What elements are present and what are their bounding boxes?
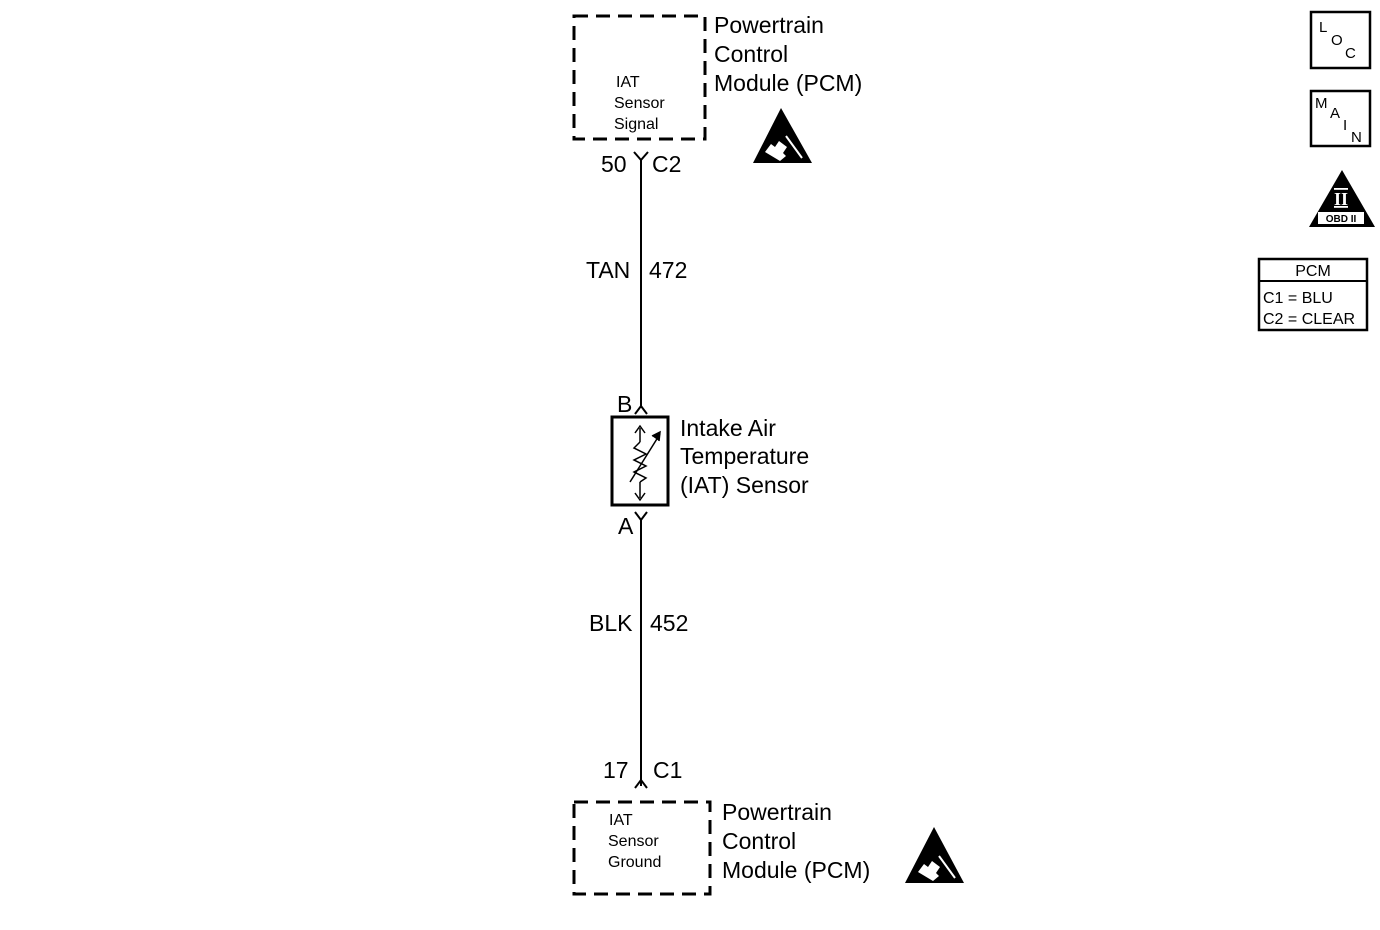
obd-ii-icon[interactable]: II OBD II [1309, 170, 1375, 227]
wire-top-color: TAN [586, 257, 630, 283]
pcm-top: IAT Sensor Signal Powertrain Control Mod… [572, 12, 862, 163]
connector-terminal-bottom [634, 778, 648, 789]
obd-label: OBD II [1326, 214, 1357, 225]
esd-warning-icon-bottom [905, 827, 964, 883]
pcm-bottom-inner-line3: Ground [608, 854, 661, 871]
sensor-title-line1: Intake Air [680, 415, 776, 441]
loc-icon[interactable]: L O C [1309, 10, 1372, 70]
pcm-bottom-pin: 17 [603, 757, 629, 783]
sensor-terminal-b: B [617, 391, 632, 417]
pcm-bottom-inner-line2: Sensor [608, 833, 659, 850]
loc-letter-c: C [1345, 45, 1356, 62]
loc-letter-l: L [1319, 19, 1327, 36]
pcm-bottom-title-line1: Powertrain [722, 799, 832, 825]
pcm-top-title-line1: Powertrain [714, 12, 824, 38]
pcm-top-inner-line3: Signal [614, 116, 658, 133]
pcm-top-box [572, 14, 707, 141]
pcm-bottom: IAT Sensor Ground Powertrain Control Mod… [572, 799, 964, 896]
table-header: PCM [1295, 263, 1331, 280]
table-row-c2: C2 = CLEAR [1263, 311, 1355, 328]
loc-letter-o: O [1331, 32, 1343, 49]
pcm-top-inner-line1: IAT [616, 74, 640, 91]
connector-terminal-top [633, 151, 649, 162]
main-letter-n: N [1351, 129, 1362, 146]
sensor-terminal-a: A [618, 513, 634, 539]
pcm-top-inner-line2: Sensor [614, 95, 665, 112]
pcm-bottom-box [572, 800, 712, 896]
sensor-terminal-b-symbol [634, 404, 648, 415]
obd-numeral: II [1334, 189, 1348, 209]
sensor-title-line2: Temperature [680, 443, 809, 469]
pcm-top-connector: C2 [652, 151, 681, 177]
pcm-top-title-line2: Control [714, 41, 788, 67]
wire-bottom-circuit: 452 [650, 610, 688, 636]
pcm-bottom-inner-line1: IAT [609, 812, 633, 829]
main-letter-a: A [1330, 105, 1340, 122]
sensor-terminal-a-symbol [634, 511, 648, 522]
iat-sensor-box [610, 415, 670, 507]
wire-top-circuit: 472 [649, 257, 687, 283]
pcm-bottom-title-line3: Module (PCM) [722, 857, 870, 883]
pcm-top-title-line3: Module (PCM) [714, 70, 862, 96]
thermistor-icon [629, 424, 661, 502]
pcm-bottom-title-line2: Control [722, 828, 796, 854]
pcm-top-pin: 50 [601, 151, 627, 177]
wire-bottom-color: BLK [589, 610, 633, 636]
main-letter-m: M [1315, 95, 1328, 112]
pcm-bottom-connector: C1 [653, 757, 682, 783]
main-icon[interactable]: M A I N [1309, 89, 1372, 148]
esd-warning-icon-top [753, 108, 812, 163]
connector-color-table: PCM C1 = BLU C2 = CLEAR [1257, 257, 1369, 332]
table-row-c1: C1 = BLU [1263, 290, 1333, 307]
main-letter-i: I [1343, 117, 1347, 134]
sensor-title-line3: (IAT) Sensor [680, 472, 809, 498]
